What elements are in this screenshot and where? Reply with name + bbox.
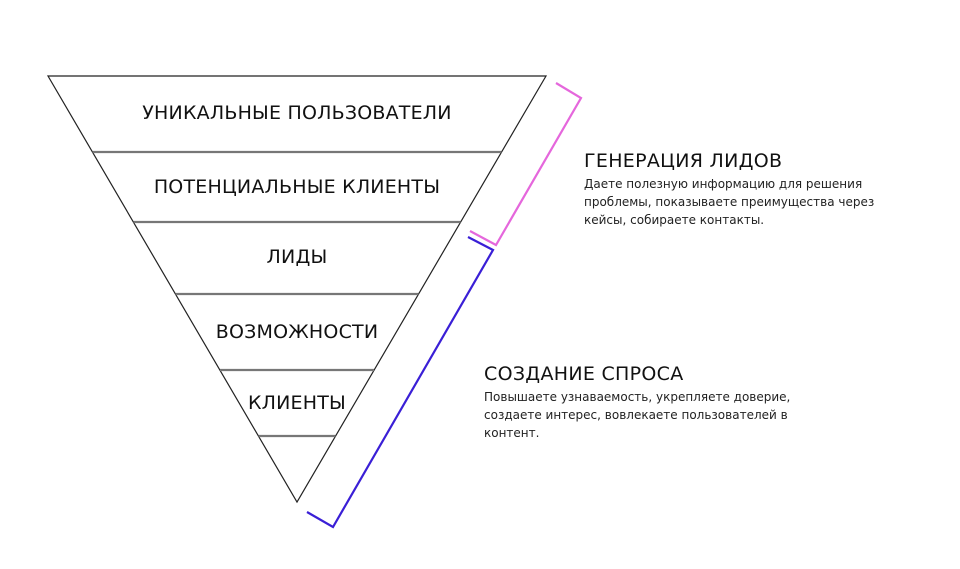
lead-generation-line-1: Даете полезную информацию для решения [584,177,863,191]
stage-label-leads: ЛИДЫ [266,246,328,268]
stage-label-opportunities: ВОЗМОЖНОСТИ [215,321,379,343]
demand-creation-title: СОЗДАНИЕ СПРОСА [484,363,684,385]
demand-creation-line-2: создаете интерес, вовлекаете пользовател… [484,408,788,422]
lead-generation-title: ГЕНЕРАЦИЯ ЛИДОВ [584,150,783,172]
demand-creation-description: Повышаете узнаваемость, укрепляете довер… [484,388,790,442]
funnel-outline [46,75,548,504]
demand-creation-bracket [306,236,495,529]
demand-creation-section: СОЗДАНИЕ СПРОСА Повышаете узнаваемость, … [484,363,790,442]
stage-label-prospects: ПОТЕНЦИАЛЬНЫЕ КЛИЕНТЫ [153,176,441,198]
demand-creation-line-1: Повышаете узнаваемость, укрепляете довер… [484,390,791,404]
lead-generation-description: Даете полезную информацию для решения пр… [584,175,874,229]
stage-label-unique-users: УНИКАЛЬНЫЕ ПОЛЬЗОВАТЕЛИ [142,102,452,124]
lead-generation-section: ГЕНЕРАЦИЯ ЛИДОВ Даете полезную информаци… [584,150,874,229]
lead-generation-line-2: проблемы, показываете преимущества через [584,195,875,209]
lead-generation-bracket [469,82,583,247]
stage-label-customers: КЛИЕНТЫ [247,392,347,414]
demand-creation-line-3: контент. [484,426,540,440]
lead-generation-line-3: кейсы, собираете контакты. [584,213,765,227]
funnel-dividers [92,150,502,438]
